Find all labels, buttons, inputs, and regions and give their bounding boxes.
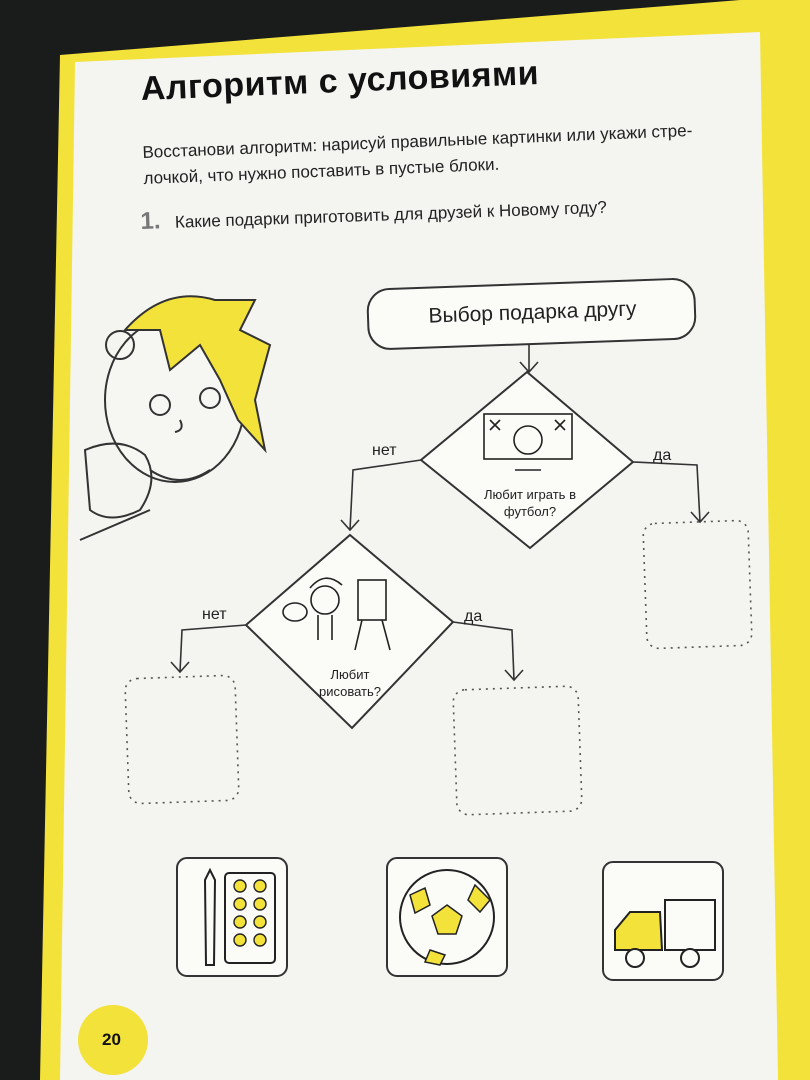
page-number: 20 [102, 1030, 121, 1049]
start-block [366, 278, 697, 350]
option-soccer-ball-icon[interactable] [386, 857, 508, 977]
option-paint-palette-icon[interactable] [176, 857, 288, 977]
decision-football-diamond [419, 370, 635, 550]
option-toy-truck-icon[interactable] [602, 861, 724, 981]
decision2-label: Любит рисовать? [318, 667, 382, 699]
empty-block-no-drawing[interactable] [124, 674, 240, 805]
decision1-label: Любит играть в футбол? [484, 487, 576, 519]
empty-block-yes-football[interactable] [642, 519, 753, 650]
decision1-no-label: нет [372, 442, 397, 459]
page-number-badge [78, 1005, 148, 1075]
decision1-yes-label: да [653, 447, 672, 464]
decision2-no-label: нет [202, 606, 227, 623]
empty-block-yes-drawing[interactable] [452, 685, 583, 816]
question-number: 1. [140, 207, 161, 235]
painter-icon [282, 577, 391, 651]
decision-drawing-diamond [244, 533, 455, 730]
decision2-yes-label: да [464, 608, 483, 625]
boy-illustration [79, 295, 272, 541]
start-block-label: Выбор подарка другу [428, 297, 637, 328]
goalkeeper-icon [483, 413, 573, 471]
